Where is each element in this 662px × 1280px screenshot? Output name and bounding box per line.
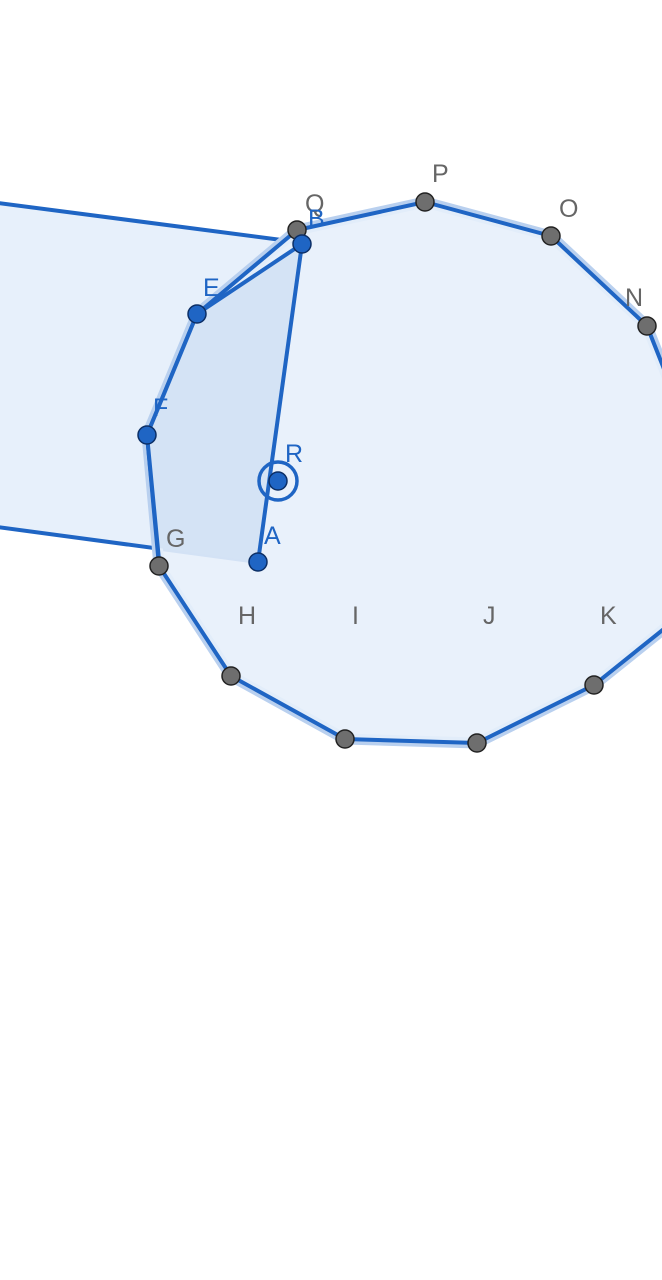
label-a: A <box>264 522 281 550</box>
label-n: N <box>625 284 643 312</box>
point-a[interactable] <box>248 552 268 572</box>
label-e: E <box>203 274 220 302</box>
label-g: G <box>166 525 185 553</box>
label-h: H <box>238 602 256 630</box>
point-b[interactable] <box>292 234 312 254</box>
point-h[interactable] <box>221 666 241 686</box>
label-b: B <box>308 205 325 233</box>
point-g[interactable] <box>149 556 169 576</box>
point-o[interactable] <box>541 226 561 246</box>
point-k[interactable] <box>584 675 604 695</box>
label-f: F <box>153 394 168 422</box>
label-i: I <box>352 602 359 630</box>
point-p[interactable] <box>415 192 435 212</box>
label-k: K <box>600 602 617 630</box>
point-j[interactable] <box>467 733 487 753</box>
label-p: P <box>432 160 449 188</box>
label-q: Q <box>305 190 324 218</box>
point-r[interactable] <box>268 471 288 491</box>
polygon-inner[interactable] <box>147 244 302 562</box>
point-e[interactable] <box>187 304 207 324</box>
segment-bef[interactable] <box>145 242 304 561</box>
label-r: R <box>285 440 303 468</box>
label-j: J <box>483 602 496 630</box>
point-f[interactable] <box>137 425 157 445</box>
point-i[interactable] <box>335 729 355 749</box>
segment-ba[interactable] <box>256 243 304 563</box>
label-o: O <box>559 195 578 223</box>
point-n[interactable] <box>637 316 657 336</box>
point-r-selection-ring <box>257 460 299 502</box>
